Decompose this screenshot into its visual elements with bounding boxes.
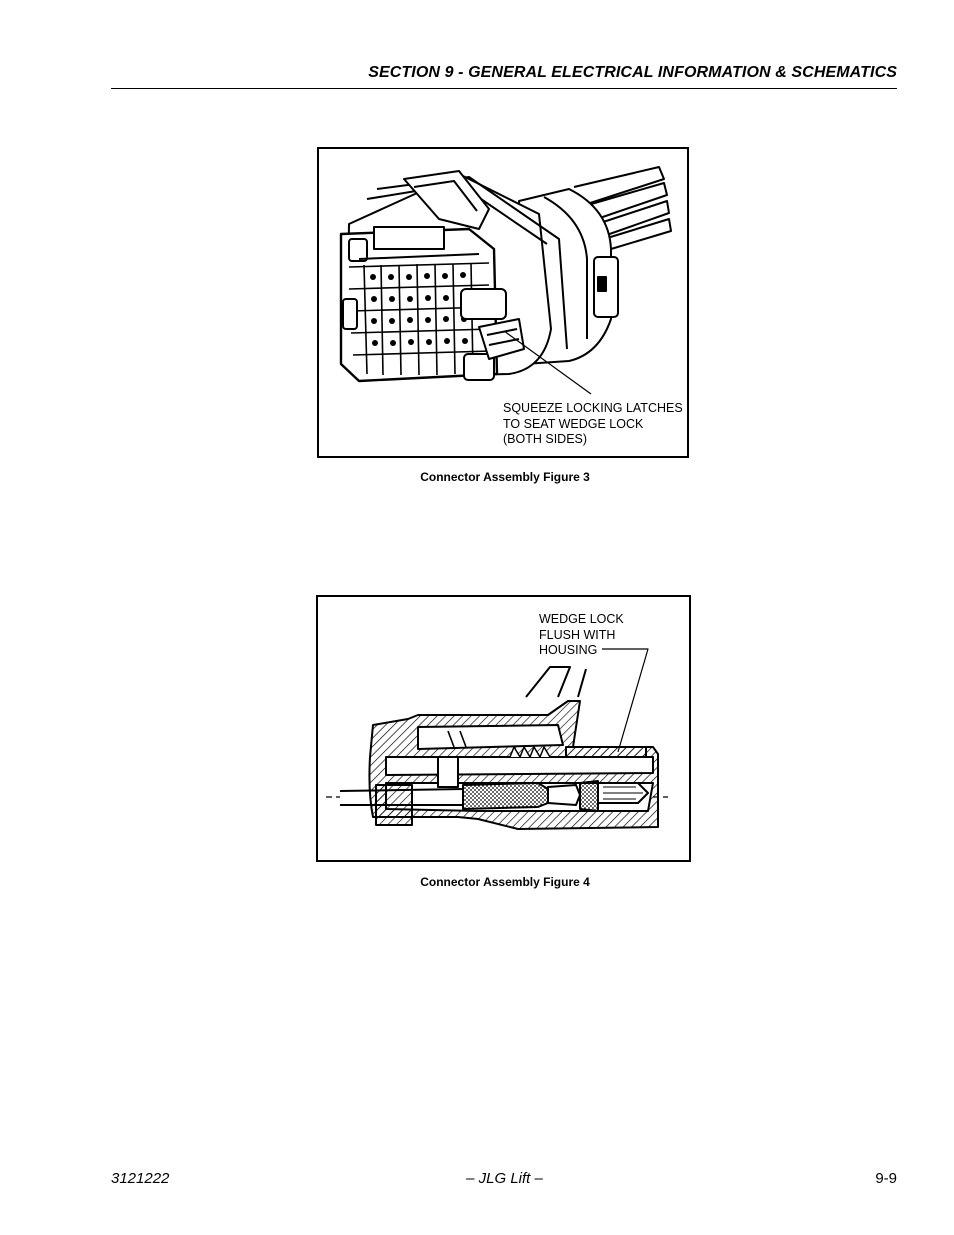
footer-brand: – JLG Lift – <box>466 1170 543 1187</box>
figure-3-frame: SQUEEZE LOCKING LATCHES TO SEAT WEDGE LO… <box>317 147 689 458</box>
connector-3d-illustration <box>339 166 672 395</box>
connector-cross-section-illustration <box>326 648 668 830</box>
page-number: 9-9 <box>875 1170 897 1187</box>
header-rule <box>111 88 897 89</box>
document-number: 3121222 <box>111 1170 170 1187</box>
figure-4-callout: WEDGE LOCK FLUSH WITH HOUSING <box>539 612 624 657</box>
section-title: SECTION 9 - GENERAL ELECTRICAL INFORMATI… <box>368 64 897 81</box>
figure-3-callout: SQUEEZE LOCKING LATCHES TO SEAT WEDGE LO… <box>503 401 683 446</box>
figure-3-caption: Connector Assembly Figure 3 <box>420 470 590 484</box>
figure-4-caption: Connector Assembly Figure 4 <box>420 875 590 889</box>
figure-4-frame: WEDGE LOCK FLUSH WITH HOUSING <box>316 595 691 862</box>
